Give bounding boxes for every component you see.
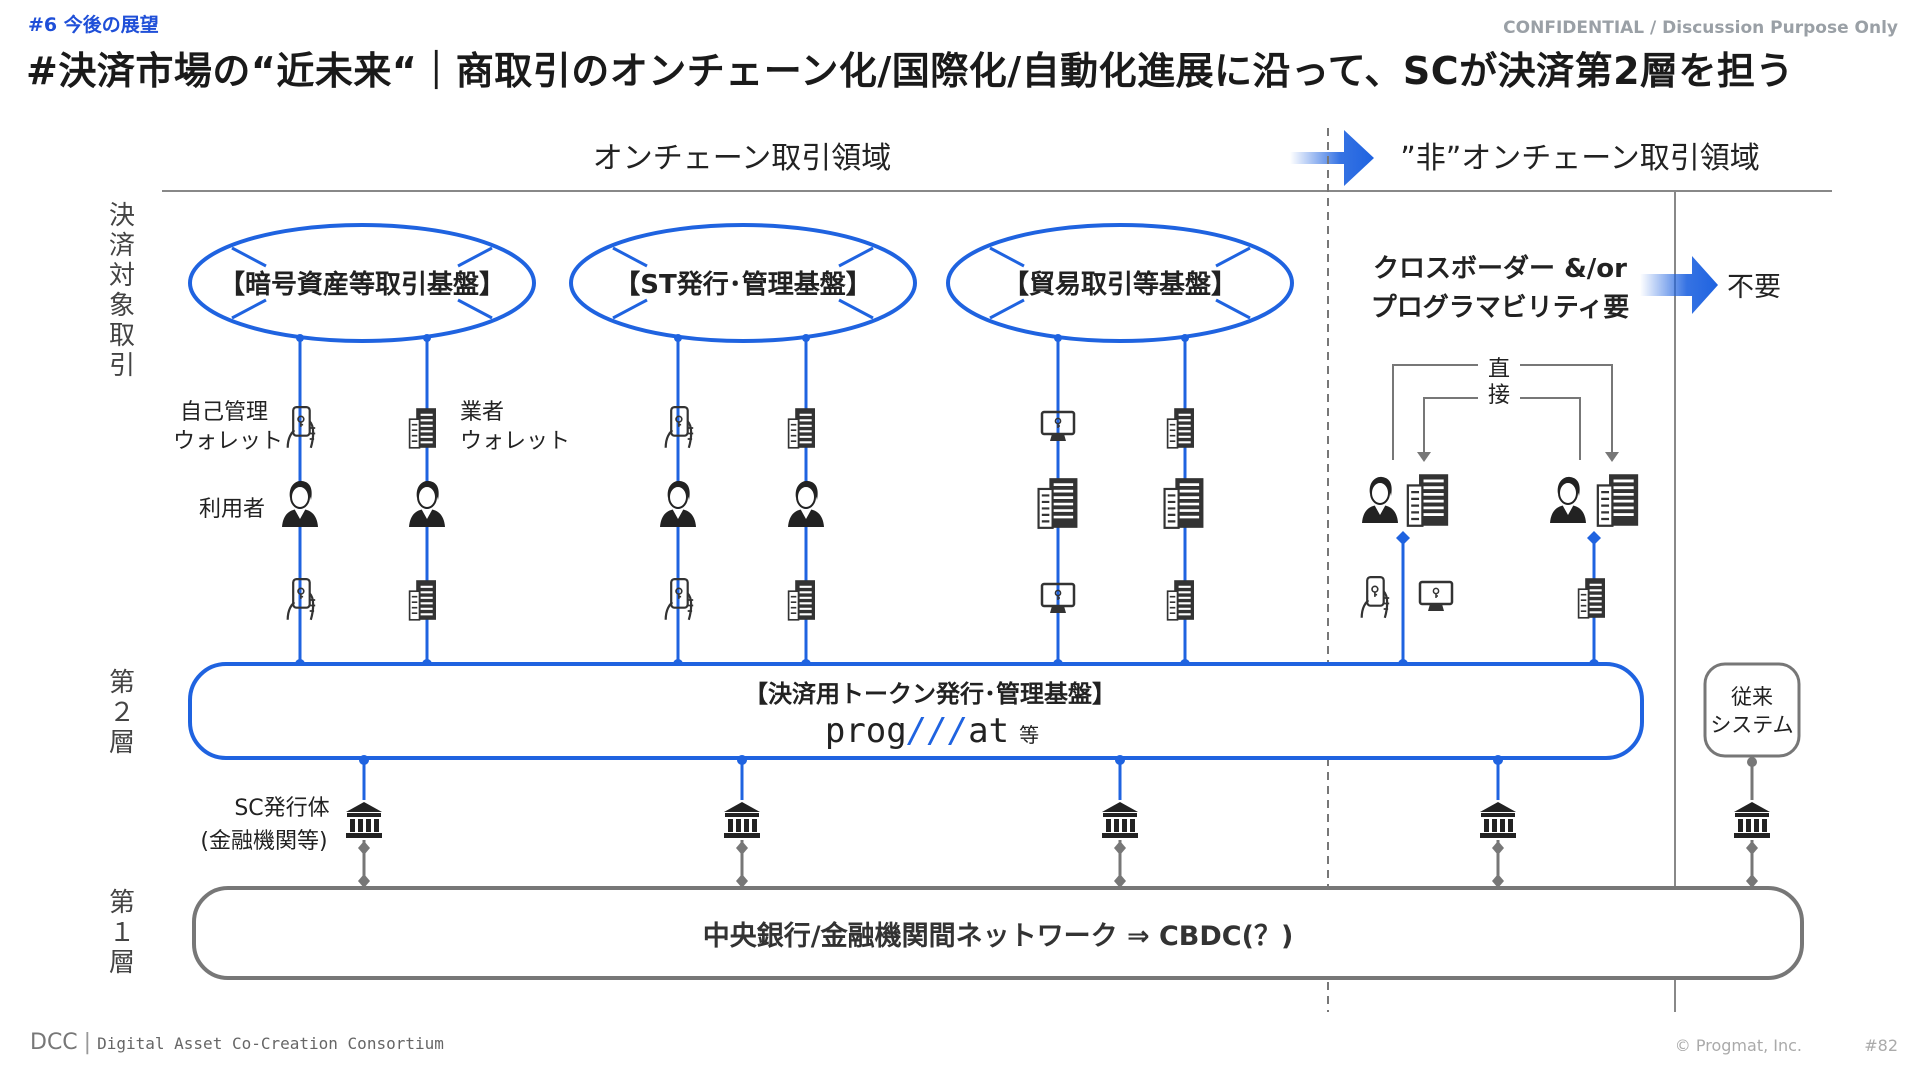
onchain-zone-label: オンチェーン取引領域 — [593, 141, 892, 176]
issuer-gray-links — [362, 840, 1754, 888]
slide-title: #決済市場の“近未来“｜商取引のオンチェーン化/国際化/自動化進展に沿って、SC… — [26, 49, 1795, 93]
legacy-system-label: 従来 — [1731, 685, 1773, 709]
page-number: #82 — [1864, 1036, 1898, 1055]
company-icon — [1596, 472, 1640, 528]
building-icon — [408, 579, 438, 621]
phone-wallet-icon — [1360, 576, 1391, 619]
platform-label: 【ST発行･管理基盤】 — [614, 269, 871, 300]
bank-icon — [724, 802, 760, 838]
issuer-gray-diamonds — [358, 841, 1758, 888]
row-label-settlement-target: 決済対象取引 — [109, 201, 135, 381]
issuer-blue-dots — [359, 755, 1503, 765]
direct-flow-arrows — [1392, 364, 1613, 460]
layer1-network-box — [192, 886, 1804, 980]
building-icon — [1577, 577, 1607, 619]
footer-logo: DCC|Digital Asset Co-Creation Consortium — [30, 1030, 444, 1055]
copyright: © Progmat, Inc. — [1674, 1036, 1802, 1055]
crossborder-line1: クロスボーダー &/or — [1373, 253, 1627, 284]
self-custody-label-2: ウォレット — [173, 429, 283, 454]
platform-crypto-exchange: 【暗号資産等取引基盤】 — [188, 223, 536, 343]
legacy-dot — [1747, 757, 1757, 767]
platform-trade: 【貿易取引等基盤】 — [946, 223, 1294, 343]
user-icon — [787, 479, 825, 528]
zone-arrow-icon — [1290, 130, 1374, 186]
layer1-label: 中央銀行/金融機関間ネットワーク ⇒ CBDC(？) — [703, 920, 1294, 952]
user-icon — [1361, 475, 1399, 524]
custodian-label-2: ウォレット — [460, 429, 570, 454]
crossborder-arrow-icon — [1640, 256, 1718, 314]
user-icon — [281, 479, 319, 528]
user-icon — [659, 479, 697, 528]
confidential-label: CONFIDENTIAL / Discussion Purpose Only — [1503, 18, 1898, 38]
direct-label-2: 接 — [1488, 383, 1510, 408]
crossborder-line2: プログラマビリティ要 — [1371, 293, 1629, 323]
building-icon — [1166, 579, 1196, 621]
bank-icon — [1480, 802, 1516, 838]
custodian-label: 業者 — [460, 400, 504, 425]
platform-security-token: 【ST発行･管理基盤】 — [569, 223, 917, 343]
bank-icon — [1734, 802, 1770, 838]
issuer-label: SC発行体 — [234, 796, 329, 821]
platform-label: 【貿易取引等基盤】 — [1003, 269, 1237, 300]
platform-label: 【暗号資産等取引基盤】 — [219, 269, 505, 300]
row-label-layer1: 第１層 — [109, 888, 135, 978]
monitor-wallet-icon — [1418, 580, 1454, 613]
direct-label: 直 — [1488, 357, 1510, 382]
dcc-logo-subtitle: Digital Asset Co-Creation Consortium — [97, 1034, 444, 1053]
legacy-system-label-2: システム — [1710, 713, 1793, 737]
layer2-platform-box — [188, 662, 1644, 760]
bank-icon — [346, 802, 382, 838]
issuer-label-2: (金融機関等) — [200, 829, 327, 854]
user-icon — [408, 479, 446, 528]
user-icon — [1549, 475, 1587, 524]
building-icon — [1166, 407, 1196, 449]
building-icon — [787, 407, 817, 449]
direct-arrowheads — [1417, 452, 1619, 462]
legacy-system-box — [1703, 662, 1801, 758]
user-label: 利用者 — [199, 497, 265, 522]
dcc-logo: DCC — [30, 1030, 78, 1055]
self-custody-label: 自己管理 — [180, 400, 268, 425]
section-tag: #6 今後の展望 — [28, 14, 159, 36]
building-icon — [408, 407, 438, 449]
bank-icon — [1102, 802, 1138, 838]
company-icon — [1037, 476, 1079, 530]
company-icon — [1406, 472, 1450, 528]
blue-connectors — [298, 338, 1596, 664]
row-label-layer2: 第２層 — [109, 668, 135, 758]
layer2-title: 【決済用トークン発行･管理基盤】 — [744, 680, 1116, 708]
not-required-label: 不要 — [1727, 272, 1781, 303]
company-icon — [1163, 476, 1205, 530]
connector-dots — [295, 334, 1601, 669]
offchain-zone-label: ”非”オンチェーン取引領域 — [1400, 141, 1760, 176]
building-icon — [787, 579, 817, 621]
